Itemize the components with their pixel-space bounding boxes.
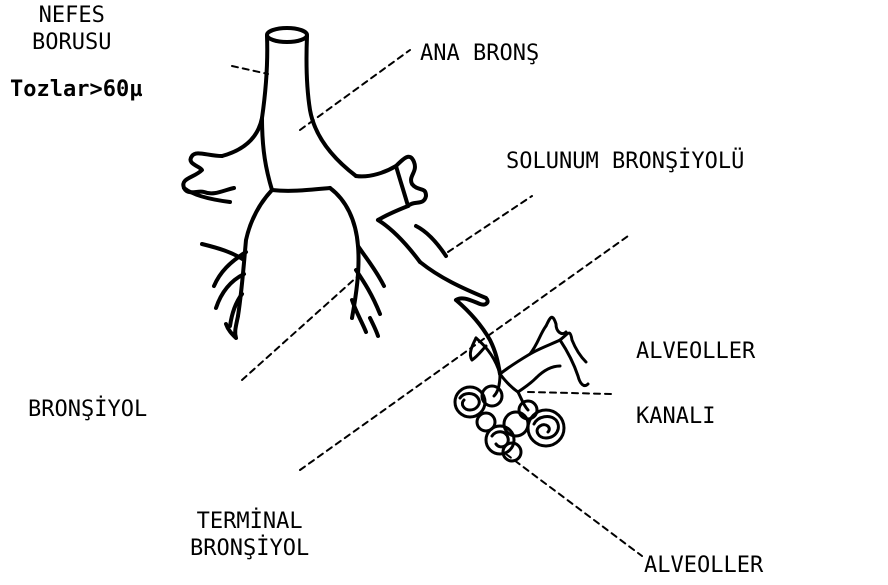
trachea-shape (222, 28, 356, 176)
label-alveoller: ALVEOLLER (644, 552, 763, 579)
leader-trachea (232, 66, 268, 74)
label-tozlar: Tozlar>60µ (10, 76, 142, 103)
label-terminal-bronsiyol-line2: BRONŞİYOL (190, 535, 309, 562)
label-bronsiyol: BRONŞİYOL (28, 396, 147, 423)
leader-lines (232, 50, 642, 556)
leader-solunum-bronsiyolu (448, 196, 532, 252)
middle-bronchiole-shape (330, 188, 384, 336)
leader-alveoller (506, 454, 642, 556)
leader-bronsiyol (242, 276, 358, 380)
label-terminal: TERMİNAL (190, 508, 309, 535)
left-bronchus-shape (183, 118, 330, 338)
label-nefes-borusu: NEFES BORUSU (32, 2, 111, 56)
label-terminal-bronsiyol: TERMİNAL BRONŞİYOL (190, 508, 309, 562)
label-alveoller-kanali: ALVEOLLER KANALI (636, 338, 755, 430)
label-nefes: NEFES (32, 2, 111, 29)
label-borusu: BORUSU (32, 29, 111, 56)
label-alveoller-kanali-line2: KANALI (636, 403, 755, 430)
leader-alveoller-kanali (528, 392, 612, 394)
label-ana-brons: ANA BRONŞ (420, 40, 539, 67)
label-alveoller-kanali-line1: ALVEOLLER (636, 338, 755, 365)
label-solunum-bronsiyolu: SOLUNUM BRONŞİYOLÜ (506, 148, 744, 175)
respiratory-bronchiole-shape (470, 317, 588, 392)
leader-ana-brons (300, 50, 410, 130)
